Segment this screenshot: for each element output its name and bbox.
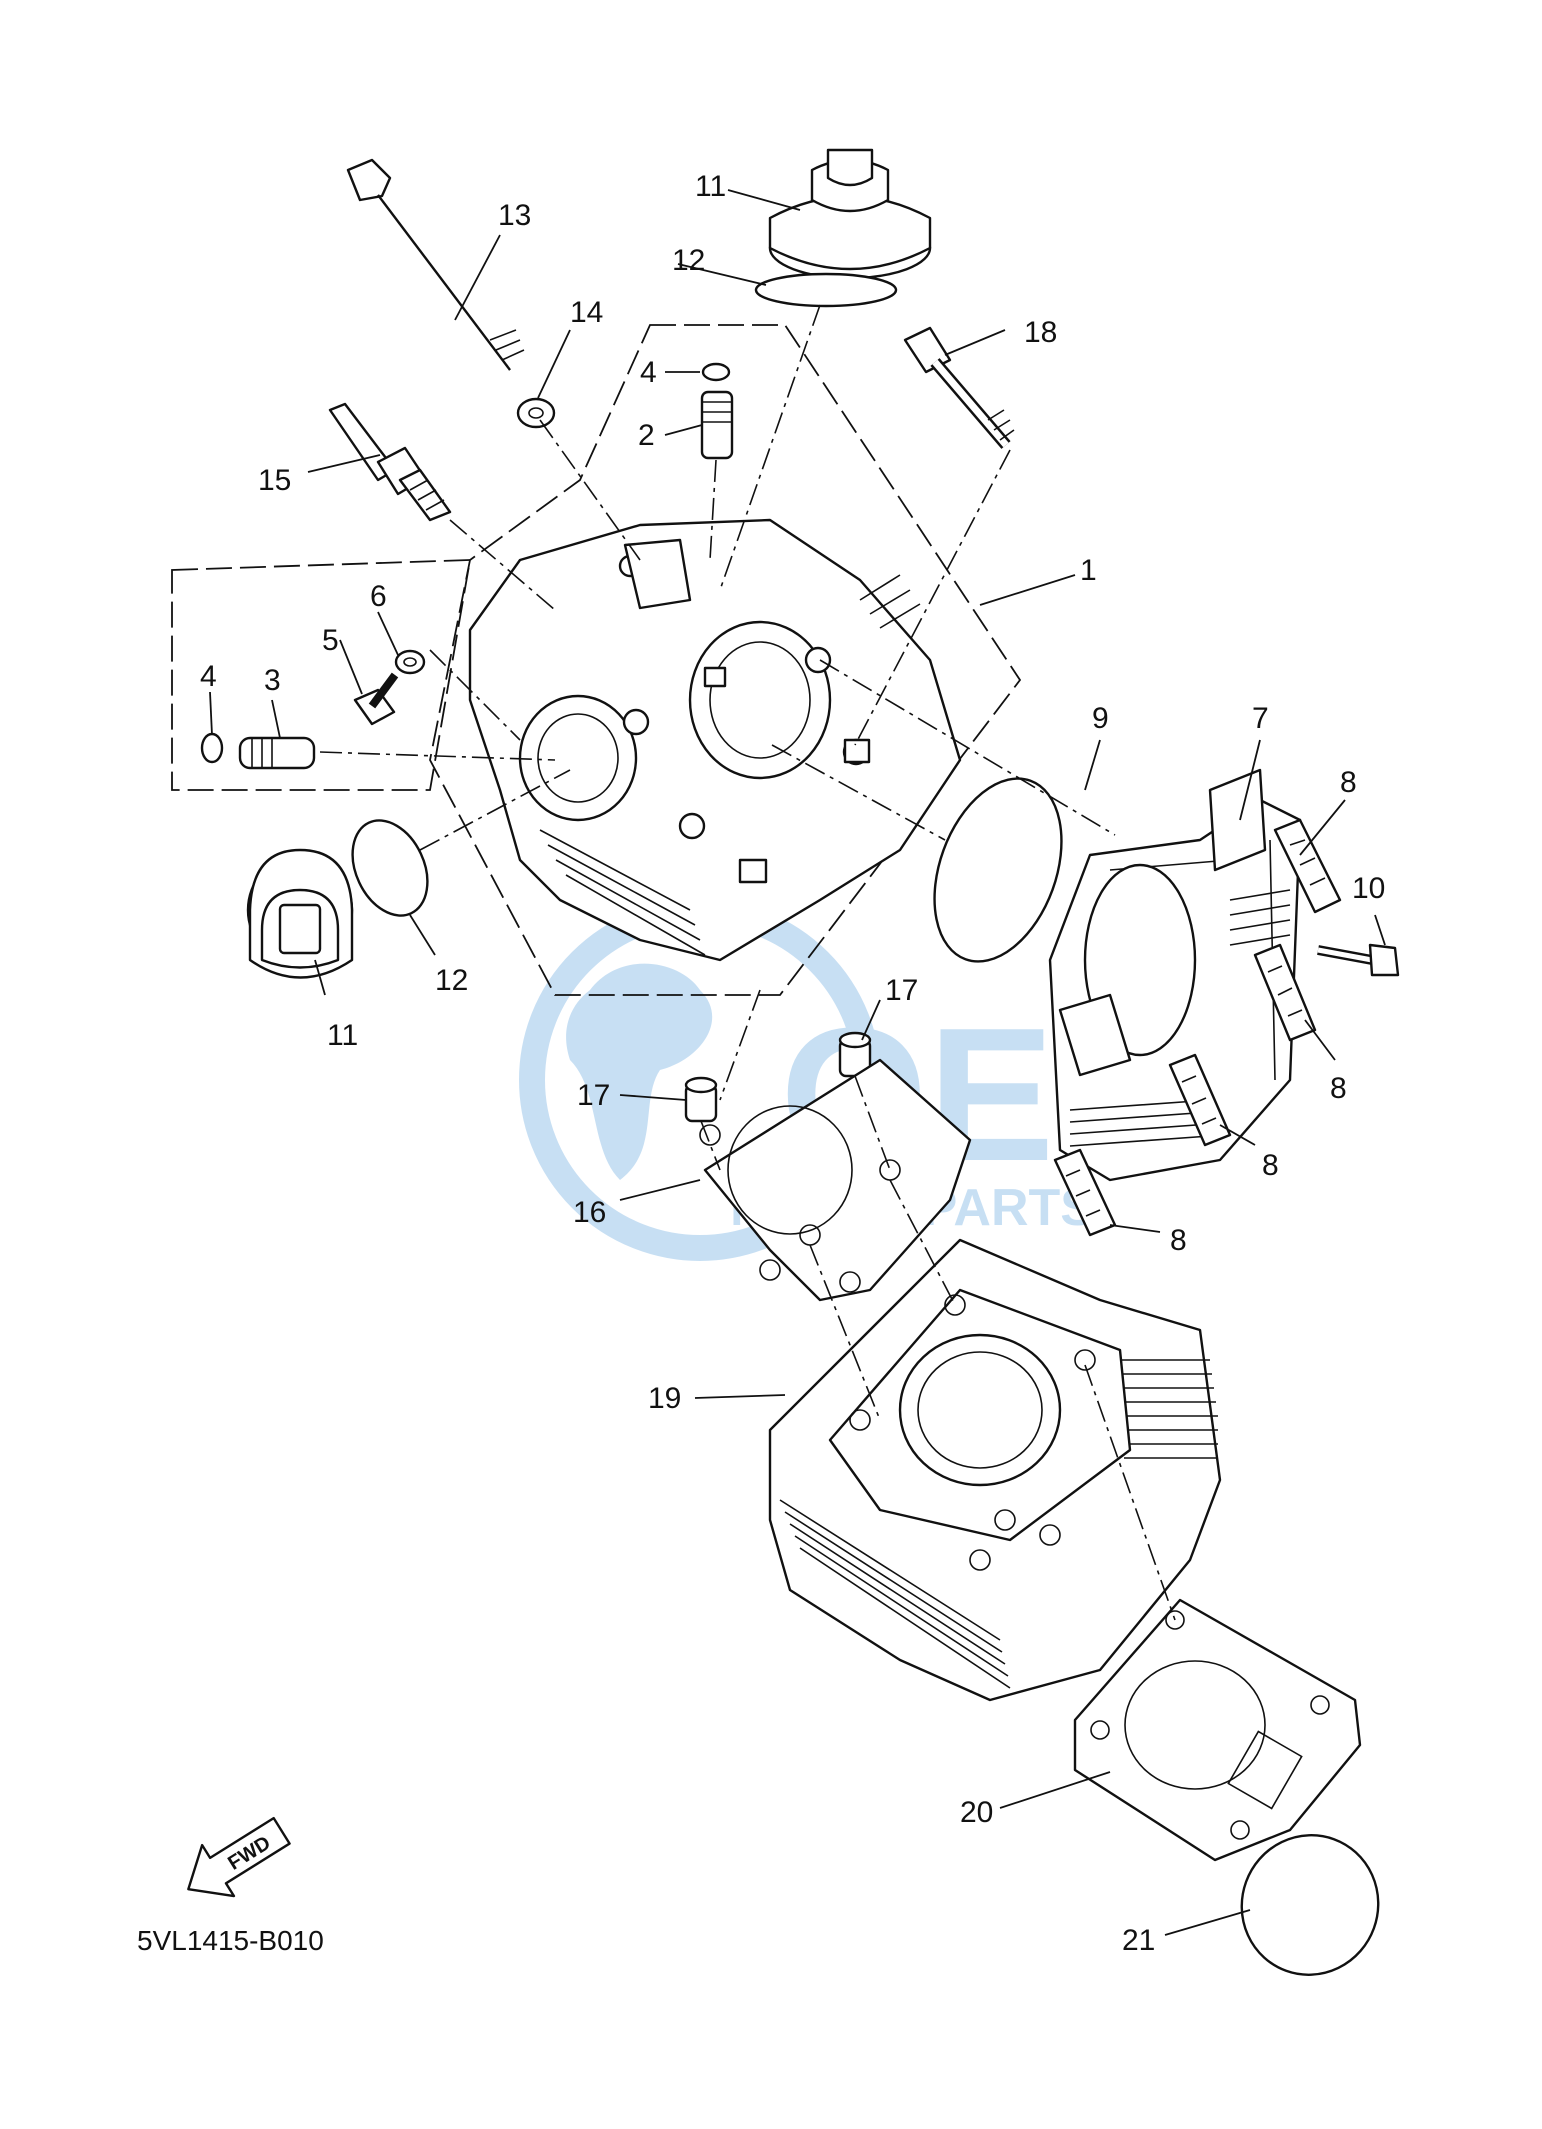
callout-8-c: 8 [1262, 1149, 1279, 1182]
o-ring-9 [933, 777, 1063, 963]
clip-4-left [200, 732, 224, 764]
callout-12-top: 12 [672, 244, 705, 277]
washer-6 [394, 649, 426, 675]
fwd-arrow: FWD [187, 1816, 291, 1898]
head-stud-13 [346, 158, 525, 371]
plug-3 [238, 736, 316, 770]
damper-8-b [1253, 943, 1317, 1042]
bolt-18 [903, 326, 1015, 449]
o-ring-12-top [754, 272, 898, 308]
o-ring-21 [1240, 1834, 1380, 1976]
dowel-17-left [684, 1076, 718, 1123]
callout-10: 10 [1352, 872, 1385, 905]
valve-guide-2 [700, 390, 734, 460]
callout-4-left: 4 [200, 660, 217, 693]
base-gasket-20 [1073, 1598, 1362, 1862]
callout-6: 6 [370, 580, 387, 613]
callout-15: 15 [258, 464, 291, 497]
callout-8-b: 8 [1330, 1072, 1347, 1105]
callout-11-top: 11 [695, 170, 726, 203]
washer-14-hole [528, 407, 544, 419]
callout-labels: 1 2 3 4 4 5 6 7 8 8 8 8 9 10 11 11 12 12… [200, 170, 1385, 1957]
washer-6-hole [403, 657, 417, 667]
callout-7: 7 [1252, 702, 1269, 735]
callout-14: 14 [570, 296, 603, 329]
head-gasket-16 [699, 1058, 972, 1302]
callout-4-top: 4 [640, 356, 657, 389]
damper-8-c [1168, 1053, 1232, 1147]
leader-lines [209, 189, 1386, 1936]
bolt-5 [353, 672, 399, 726]
callout-1: 1 [1080, 554, 1097, 587]
cylinder-head-cover-7 [1048, 768, 1302, 1182]
callout-19: 19 [648, 1382, 681, 1415]
callout-11-left: 11 [327, 1019, 358, 1052]
callout-18: 18 [1024, 316, 1057, 349]
tappet-cover-11-top [768, 148, 932, 280]
callout-12-left: 12 [435, 964, 468, 997]
callout-9: 9 [1092, 702, 1109, 735]
o-ring-12-left [351, 819, 429, 917]
watermark-continents [566, 963, 713, 1180]
alignment-lines [319, 304, 1176, 1621]
diagram-code: 5VL1415-B010 [137, 1925, 324, 1956]
callout-5: 5 [322, 624, 339, 657]
tappet-cover-11-left [246, 848, 354, 979]
callout-13: 13 [498, 199, 531, 232]
clip-4-top [701, 362, 731, 382]
cylinder-head-group-outline [429, 324, 1022, 996]
spark-plug-15 [328, 402, 452, 522]
callout-17-right: 17 [885, 974, 918, 1007]
callout-21: 21 [1122, 1924, 1155, 1957]
callout-16: 16 [573, 1196, 606, 1229]
callout-20: 20 [960, 1796, 993, 1829]
valve-group-outline [171, 559, 472, 791]
callout-8-d: 8 [1170, 1224, 1187, 1257]
callout-8-a: 8 [1340, 766, 1357, 799]
damper-8-a [1273, 818, 1342, 914]
dowel-17-right [838, 1031, 872, 1078]
fwd-arrow-icon [187, 1816, 291, 1898]
washer-14 [516, 397, 556, 429]
cylinder-19 [768, 1238, 1222, 1702]
cylinder-head-1 [468, 518, 962, 962]
callout-3: 3 [264, 664, 281, 697]
bolt-10 [1317, 943, 1400, 977]
callout-2: 2 [638, 419, 655, 452]
callout-17-left: 17 [577, 1079, 610, 1112]
